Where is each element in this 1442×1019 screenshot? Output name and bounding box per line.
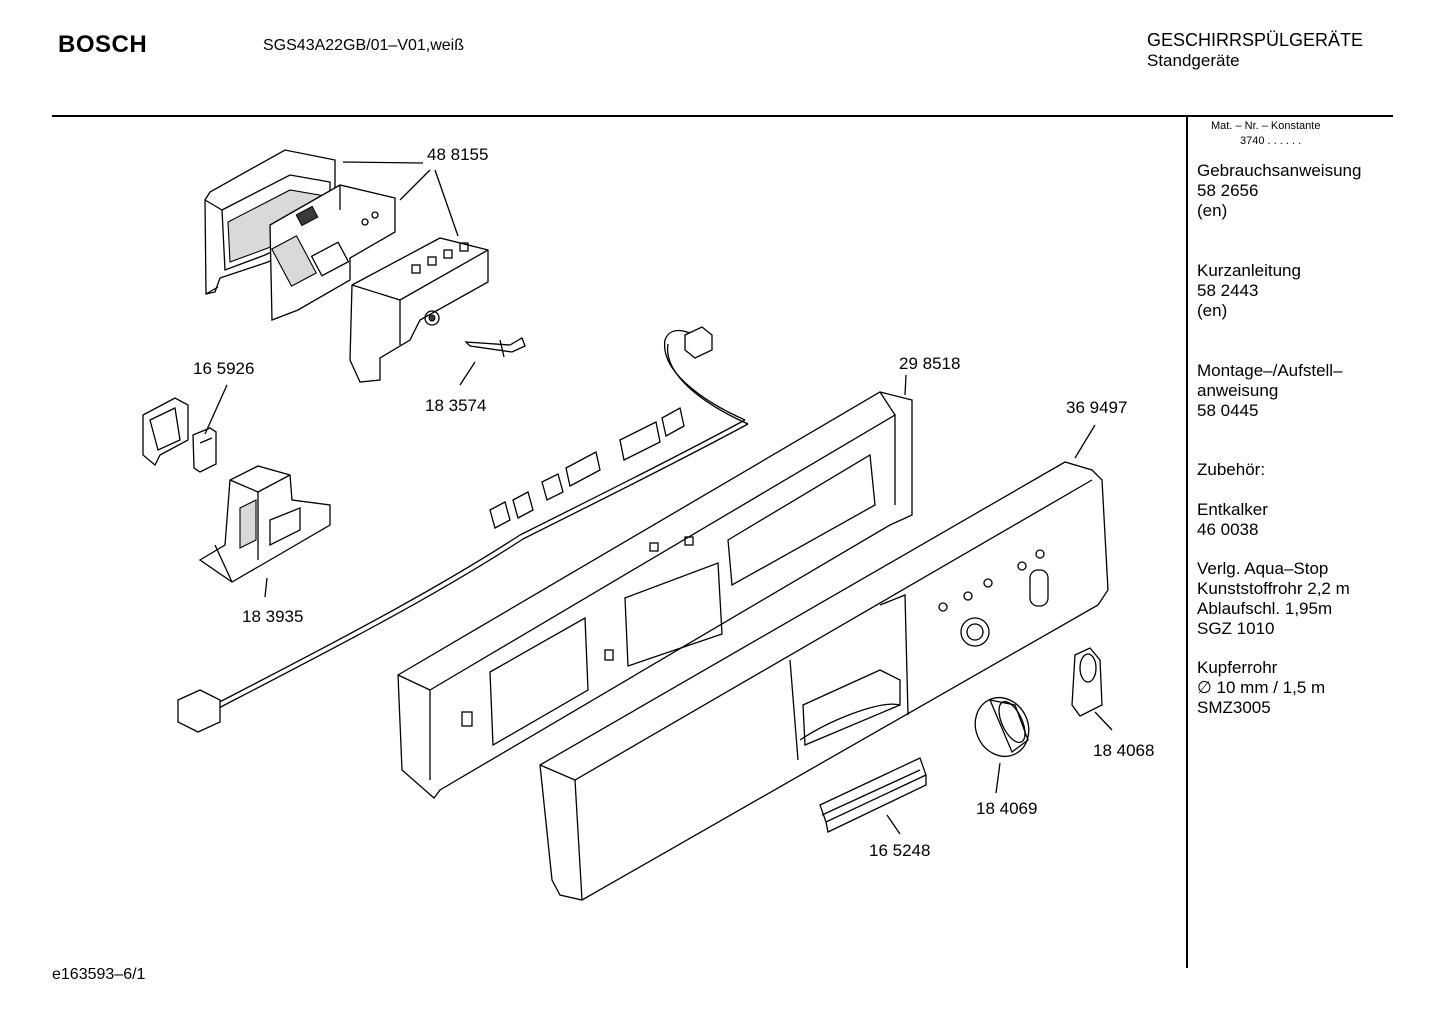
sidebar-block-quickguide: Kurzanleitung 58 2443 (en) <box>1197 261 1301 321</box>
sidebar-line: 58 2443 <box>1197 281 1259 300</box>
callout-369497: 36 9497 <box>1066 398 1128 417</box>
mat-number-label: Mat. – Nr. – Konstante <box>1211 120 1321 132</box>
sidebar-block-installation: Montage–/Aufstell– anweisung 58 0445 <box>1197 361 1343 421</box>
sidebar-line: Entkalker <box>1197 500 1268 519</box>
part-wiring-harness <box>177 326 749 733</box>
sidebar-line: ∅ 10 mm / 1,5 m <box>1197 678 1326 697</box>
sidebar-line: 58 0445 <box>1197 401 1259 420</box>
sidebar-divider <box>1186 116 1188 968</box>
sidebar-line: 46 0038 <box>1197 520 1259 539</box>
leader-lines <box>204 161 1113 835</box>
part-trim-strip <box>819 757 927 833</box>
subcategory-title: Standgeräte <box>1147 51 1240 70</box>
sidebar-line: anweisung <box>1197 381 1279 400</box>
callout-165248: 16 5248 <box>869 841 931 860</box>
part-cover-clip <box>142 397 217 473</box>
part-front-fascia <box>539 461 1109 901</box>
sidebar-line: 58 2656 <box>1197 181 1259 200</box>
part-pin <box>464 337 526 358</box>
exploded-parts-drawing <box>142 149 1113 901</box>
callout-183935: 18 3935 <box>242 607 304 626</box>
sidebar-block-aquastop: Verlg. Aqua–Stop Kunststoffrohr 2,2 m Ab… <box>1197 559 1350 639</box>
callout-183574: 18 3574 <box>425 396 487 415</box>
drawing-code: e163593–6/1 <box>52 966 146 983</box>
brand-logo: BOSCH <box>58 31 148 58</box>
sidebar-block-descaler: Entkalker 46 0038 <box>1197 500 1268 540</box>
part-lock-bracket <box>198 465 331 583</box>
sidebar-block-manual: Gebrauchsanweisung 58 2656 (en) <box>1197 161 1361 221</box>
part-circuit-carrier <box>269 184 396 321</box>
sidebar-line: (en) <box>1197 201 1228 220</box>
sidebar-line: Kupferrohr <box>1197 658 1278 677</box>
sidebar-line: Gebrauchsanweisung <box>1197 161 1362 180</box>
callout-488155: 48 8155 <box>427 145 489 164</box>
category-title: GESCHIRRSPÜLGERÄTE <box>1147 30 1364 50</box>
sidebar-line: (en) <box>1197 301 1228 320</box>
sidebar-line: Ablaufschl. 1,95m <box>1197 599 1333 618</box>
sidebar-line: Kurzanleitung <box>1197 261 1301 280</box>
sidebar-line: Kunststoffrohr 2,2 m <box>1197 579 1350 598</box>
sidebar-line: SMZ3005 <box>1197 698 1271 717</box>
callout-165926: 16 5926 <box>193 359 255 378</box>
part-knob <box>974 697 1030 757</box>
part-electronic-module <box>349 237 489 383</box>
sidebar-block-copperpipe: Kupferrohr ∅ 10 mm / 1,5 m SMZ3005 <box>1197 658 1325 718</box>
callout-184069: 18 4069 <box>976 799 1038 818</box>
header-divider <box>52 115 1393 117</box>
sidebar-block-accessories: Zubehör: <box>1197 460 1265 480</box>
mat-number-value: 3740 . . . . . . <box>1240 135 1302 147</box>
sidebar-line: SGZ 1010 <box>1197 619 1275 638</box>
callout-184068: 18 4068 <box>1093 741 1155 760</box>
callout-298518: 29 8518 <box>899 354 961 373</box>
sidebar-line: Montage–/Aufstell– <box>1197 361 1343 380</box>
part-control-frame <box>397 391 913 799</box>
part-side-clip <box>1071 647 1103 717</box>
sidebar-line: Verlg. Aqua–Stop <box>1197 559 1329 578</box>
sidebar-line: Zubehör: <box>1197 460 1266 479</box>
model-number: SGS43A22GB/01–V01,weiß <box>263 37 465 54</box>
